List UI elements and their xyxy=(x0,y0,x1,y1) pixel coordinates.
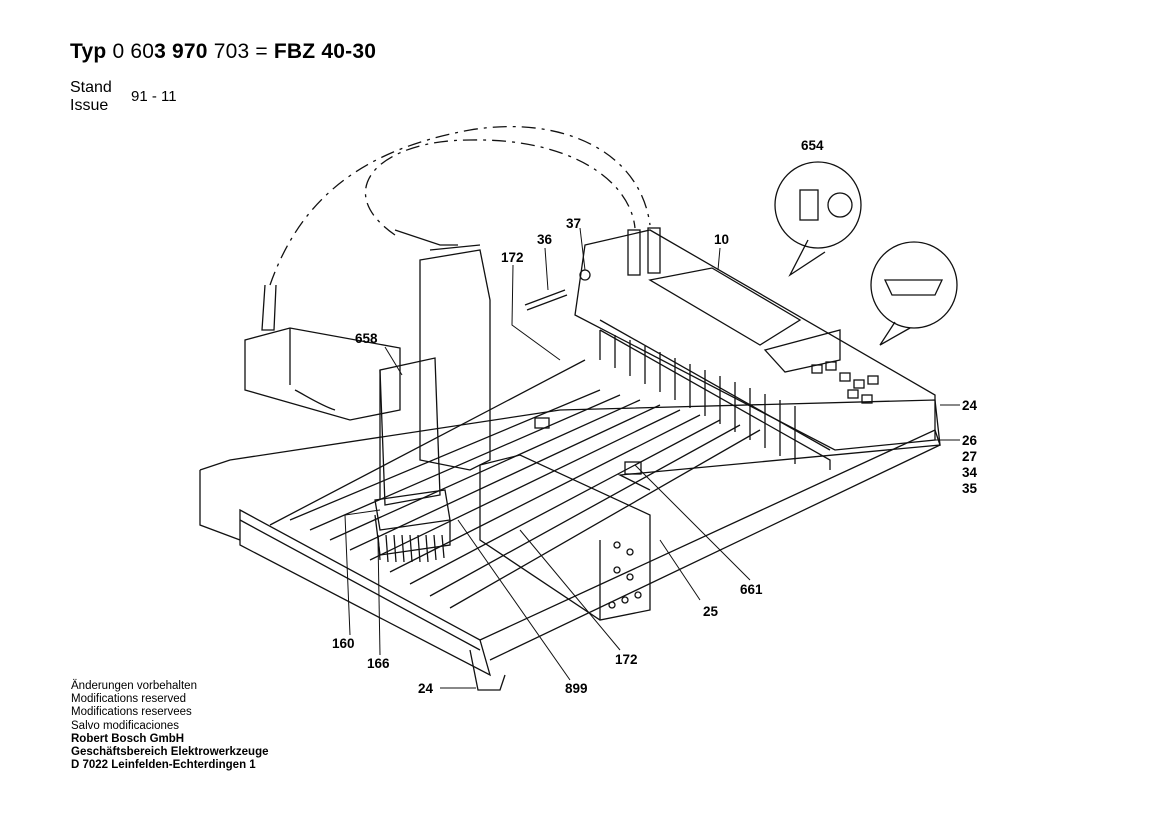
callout-166: 166 xyxy=(367,656,390,671)
y-axis-carriage xyxy=(479,454,651,621)
callout-661: 661 xyxy=(740,582,763,597)
stand-issue-value: 91 - 11 xyxy=(131,88,177,105)
router-motor xyxy=(374,357,451,563)
clamp-part-661-b xyxy=(624,461,642,475)
leader-lines xyxy=(344,227,960,689)
callout-654: 654 xyxy=(801,138,824,153)
stand-issue-label: Stand Issue xyxy=(70,79,112,114)
callout-37: 37 xyxy=(566,216,581,231)
company-name: Robert Bosch GmbH xyxy=(71,732,185,745)
callout-24-right: 24 xyxy=(962,398,978,413)
machine-frame xyxy=(199,359,941,691)
z-axis-column xyxy=(419,244,491,471)
callout-160: 160 xyxy=(332,636,355,651)
part-list-title: Typ 0 603 970 703 = FBZ 40-30 xyxy=(70,40,377,63)
footer-line: Salvo modificaciones xyxy=(71,719,180,732)
footer-line: Änderungen vorbehalten xyxy=(71,680,197,692)
zoom-connector-detail xyxy=(870,241,958,346)
callout-899: 899 xyxy=(565,681,588,696)
washer-part-37 xyxy=(579,269,591,281)
callout-35: 35 xyxy=(962,481,978,496)
callout-24-bottom: 24 xyxy=(418,681,434,696)
cable-connectors xyxy=(261,227,661,331)
gantry-arm xyxy=(244,327,401,421)
company-address: D 7022 Leinfelden-Echterdingen 1 xyxy=(71,759,256,772)
controller-keypad xyxy=(811,361,879,404)
callout-26: 26 xyxy=(962,433,978,448)
callout-172-bottom: 172 xyxy=(615,652,638,667)
cable-loops xyxy=(269,126,651,286)
spring-part-36 xyxy=(524,289,568,311)
callout-658: 658 xyxy=(355,331,378,346)
footer-notice: Änderungen vorbehalten Modifications res… xyxy=(71,680,269,772)
callout-27: 27 xyxy=(962,449,977,464)
callout-labels: 654 37 36 10 172 658 24 26 27 34 35 661 … xyxy=(332,138,978,696)
callout-10: 10 xyxy=(714,232,729,247)
footer-line: Modifications reserved xyxy=(71,693,187,706)
company-division: Geschäftsbereich Elektrowerkzeuge xyxy=(71,746,269,759)
callout-34: 34 xyxy=(962,465,978,480)
clamp-part-661-a xyxy=(534,417,550,429)
footer-line: Modifications reservees xyxy=(71,706,192,719)
callout-172-top: 172 xyxy=(501,250,524,265)
callout-36: 36 xyxy=(537,232,553,247)
callout-25: 25 xyxy=(703,604,719,619)
zoom-switch-detail xyxy=(774,161,862,277)
